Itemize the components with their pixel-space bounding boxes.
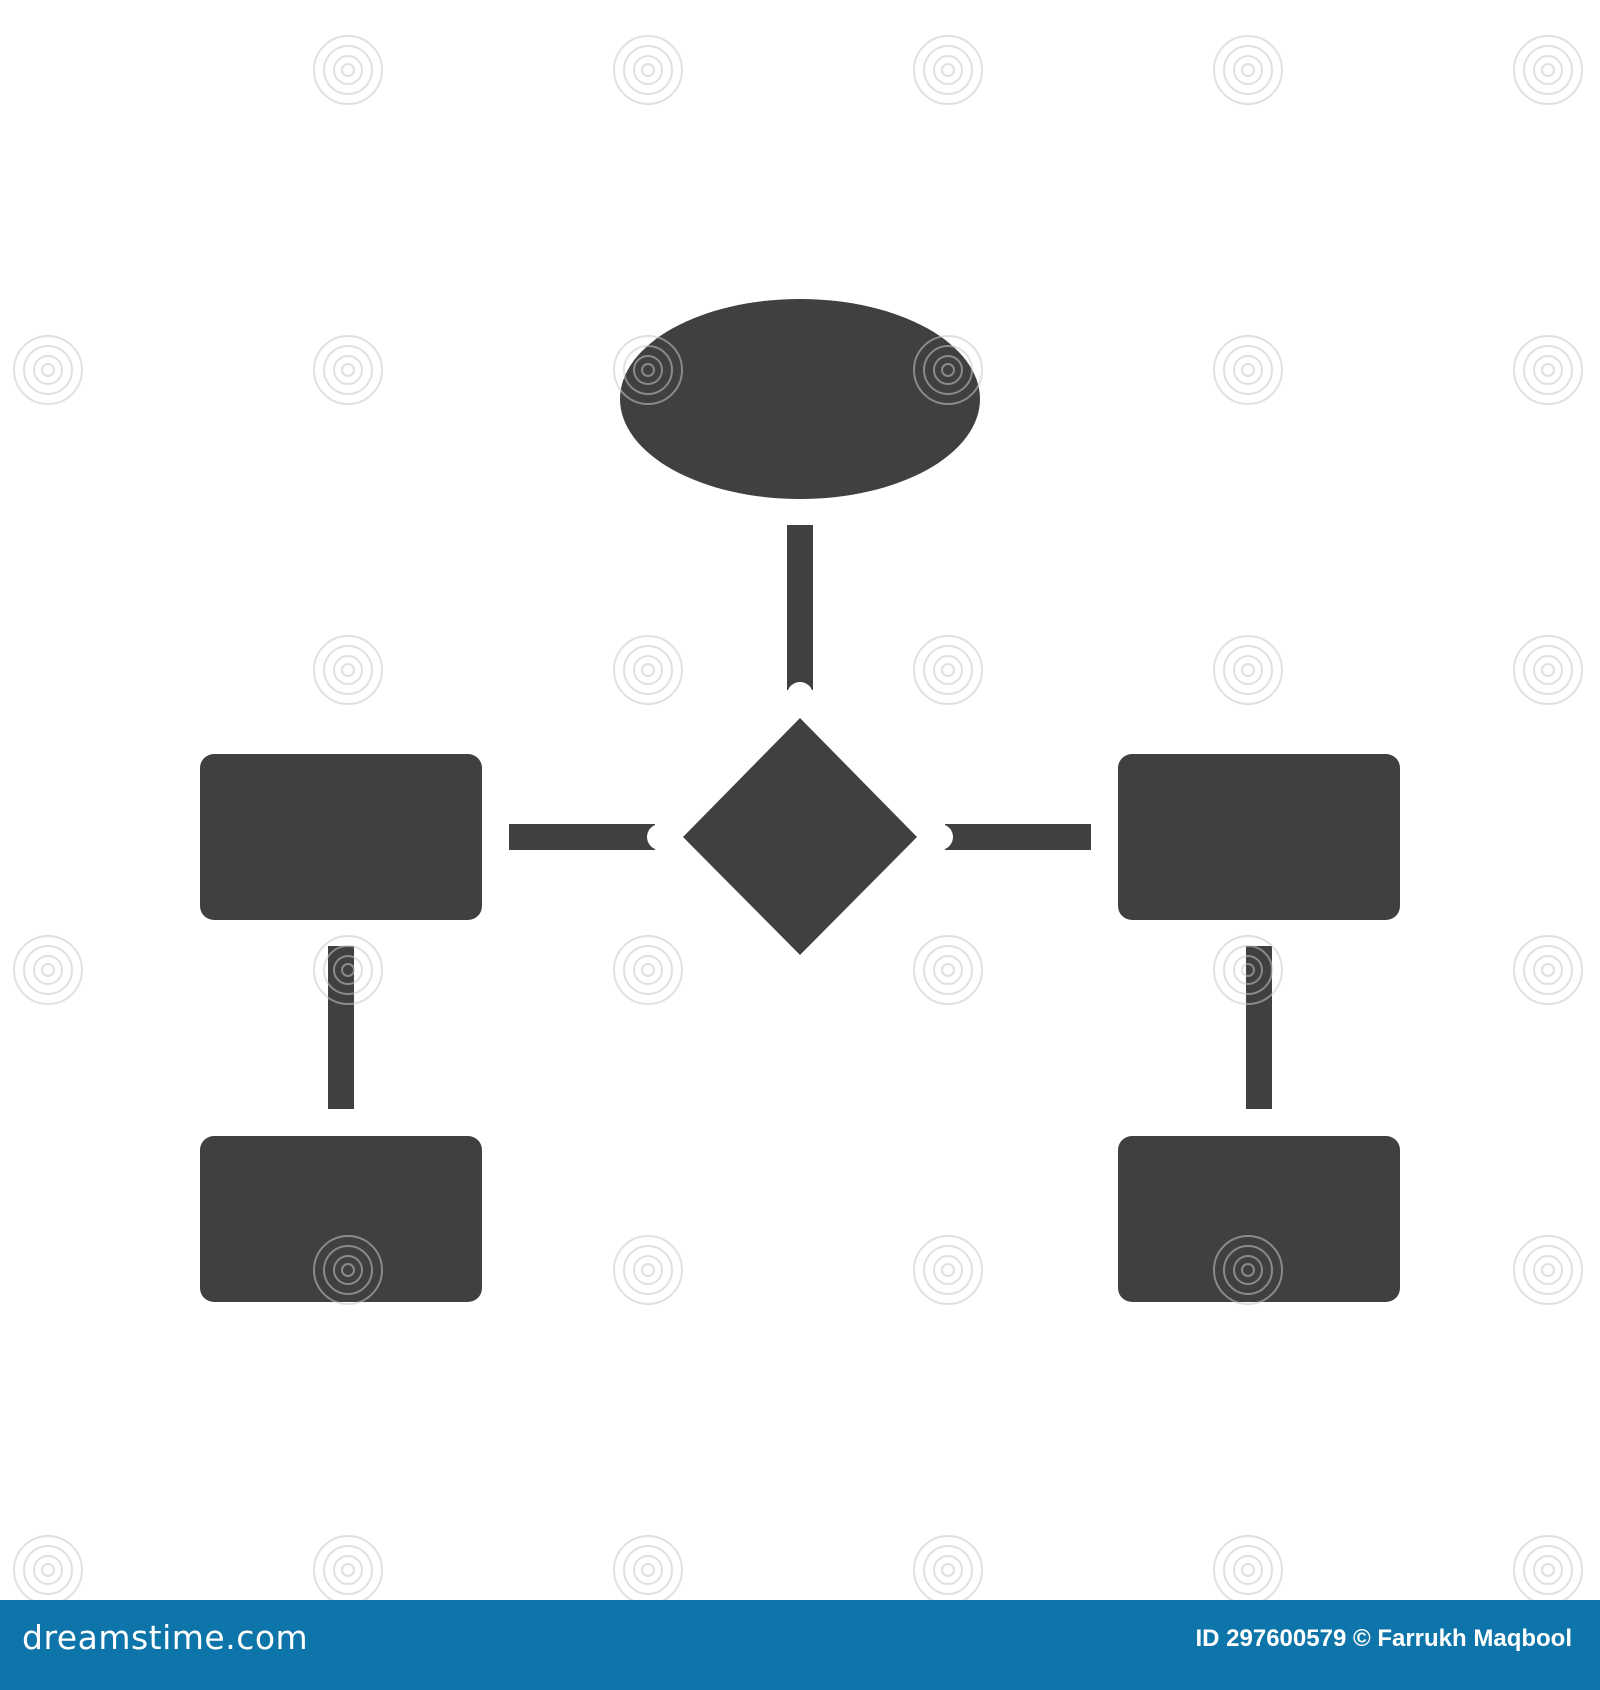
spiral-logo-icon xyxy=(613,1535,683,1605)
spiral-logo-icon xyxy=(1513,635,1583,705)
connector-gap-top xyxy=(787,682,813,708)
image-credit: ID 297600579 © Farrukh Maqbool xyxy=(1196,1625,1573,1653)
spiral-logo-icon xyxy=(313,935,383,1005)
copyright-symbol: © xyxy=(1352,1625,1371,1652)
decision-diamond xyxy=(683,718,917,955)
spiral-logo-icon xyxy=(1513,1535,1583,1605)
connector-right-bottom-right xyxy=(1246,946,1272,1109)
spiral-logo-icon xyxy=(1513,1235,1583,1305)
spiral-logo-icon xyxy=(613,935,683,1005)
connector-start-decision xyxy=(787,525,813,690)
diagram-canvas xyxy=(13,35,1583,1605)
spiral-logo-icon xyxy=(913,335,983,405)
spiral-logo-icon xyxy=(613,335,683,405)
spiral-logo-icon xyxy=(913,35,983,105)
connector-gap-left xyxy=(647,824,673,850)
spiral-logo-icon xyxy=(13,1535,83,1605)
connector-left-bottom-left xyxy=(328,946,354,1109)
spiral-logo-icon xyxy=(1213,635,1283,705)
spiral-logo-icon xyxy=(1513,35,1583,105)
spiral-logo-icon xyxy=(1513,335,1583,405)
footer-bar: dreamstime.com ID 297600579 © Farrukh Ma… xyxy=(0,1600,1600,1690)
author-name[interactable]: Farrukh Maqbool xyxy=(1377,1625,1572,1652)
spiral-logo-icon xyxy=(1213,335,1283,405)
process-box-left xyxy=(200,754,482,920)
process-box-bottom-right xyxy=(1118,1136,1400,1302)
spiral-logo-icon xyxy=(313,35,383,105)
spiral-logo-icon xyxy=(1213,1535,1283,1605)
spiral-logo-icon xyxy=(613,35,683,105)
spiral-logo-icon xyxy=(313,335,383,405)
spiral-logo-icon xyxy=(913,1235,983,1305)
connector-decision-left xyxy=(509,824,655,850)
spiral-logo-icon xyxy=(1513,935,1583,1005)
spiral-logo-icon xyxy=(313,1535,383,1605)
start-ellipse xyxy=(620,299,980,499)
spiral-logo-icon xyxy=(1213,35,1283,105)
spiral-logo-icon xyxy=(913,635,983,705)
spiral-logo-icon xyxy=(613,1235,683,1305)
process-box-bottom-left xyxy=(200,1136,482,1302)
spiral-logo-icon xyxy=(313,635,383,705)
spiral-logo-icon xyxy=(1213,1235,1283,1305)
spiral-logo-icon xyxy=(1213,935,1283,1005)
spiral-logo-icon xyxy=(913,1535,983,1605)
spiral-logo-icon xyxy=(613,635,683,705)
flowchart-svg xyxy=(13,35,1583,1605)
spiral-logo-icon xyxy=(313,1235,383,1305)
connector-gap-right xyxy=(927,824,953,850)
spiral-logo-icon xyxy=(13,935,83,1005)
process-box-right xyxy=(1118,754,1400,920)
connector-decision-right xyxy=(945,824,1091,850)
image-id: ID 297600579 xyxy=(1195,1625,1347,1652)
spiral-logo-icon xyxy=(13,335,83,405)
watermark-layer xyxy=(13,35,1583,1605)
spiral-logo-icon xyxy=(913,935,983,1005)
dreamstime-logo[interactable]: dreamstime.com xyxy=(22,1618,309,1657)
